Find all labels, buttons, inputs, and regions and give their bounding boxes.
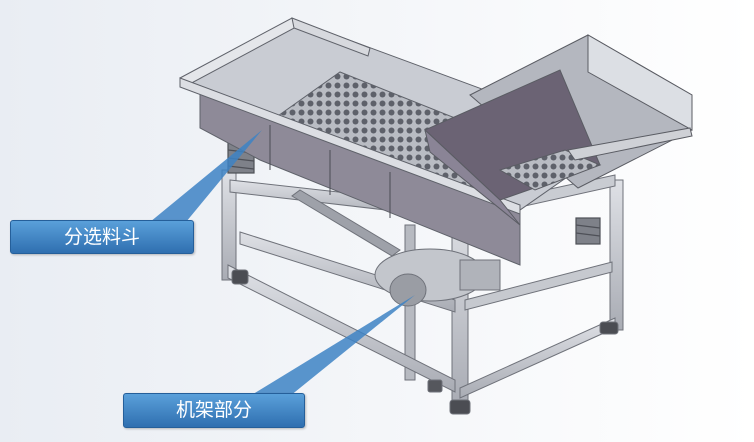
sorting-hopper bbox=[179, 17, 622, 266]
vibration-motor bbox=[374, 248, 501, 307]
callout-sorting-hopper: 分选料斗 bbox=[10, 220, 194, 254]
pointer-frame bbox=[250, 295, 415, 396]
feed-hopper bbox=[424, 34, 693, 226]
pointer-hopper bbox=[150, 130, 262, 222]
callout-frame-section: 机架部分 bbox=[123, 393, 305, 428]
